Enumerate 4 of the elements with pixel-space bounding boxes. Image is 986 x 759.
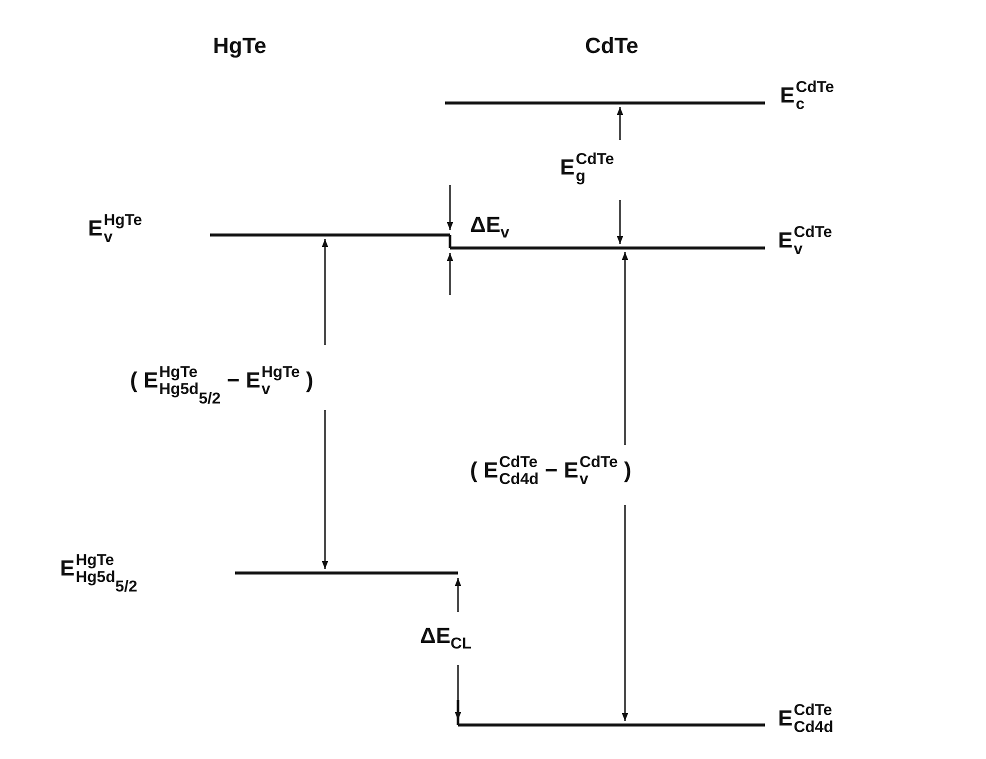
energy-label: ΔE$_{CL}$ <box>420 625 472 652</box>
material-heading: HgTe <box>213 35 266 57</box>
energy-label: ΔE$_{v}$ <box>470 214 510 242</box>
material-heading: CdTe <box>585 35 638 57</box>
